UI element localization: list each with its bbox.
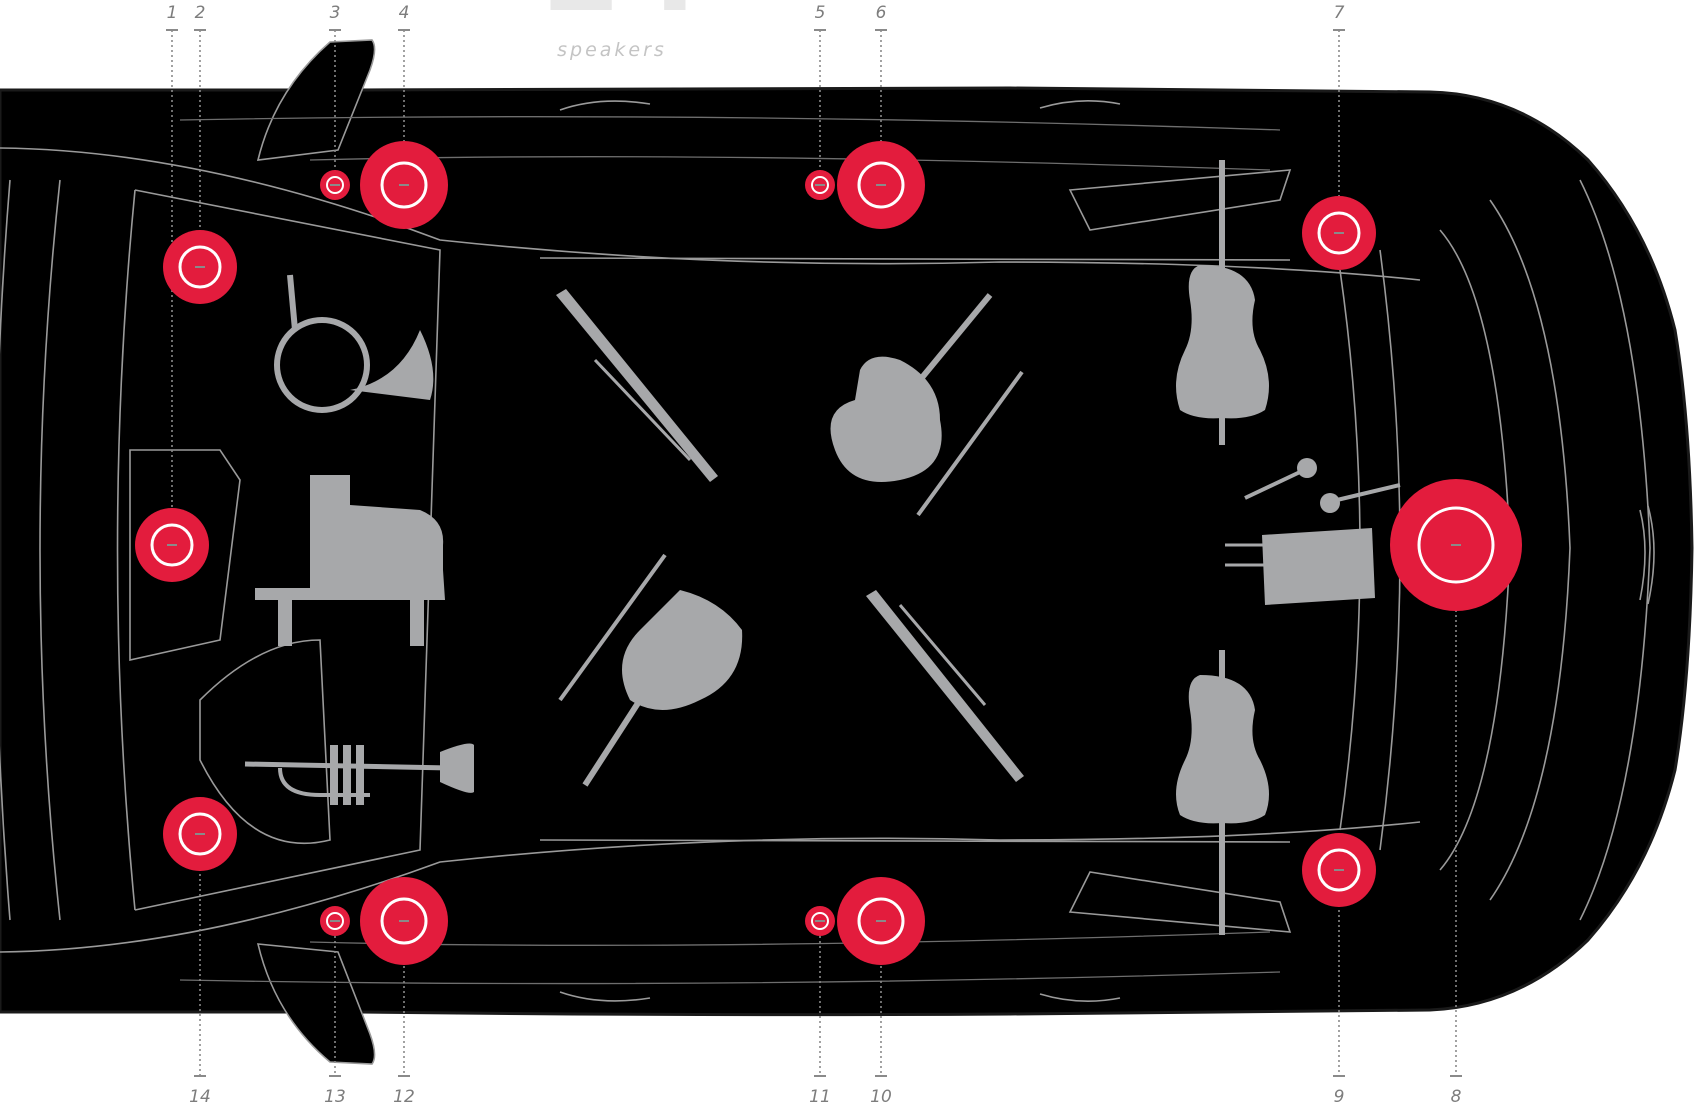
speaker-label: 6	[876, 3, 887, 23]
speaker-label: 4	[399, 3, 410, 23]
speaker-label: 8	[1451, 1087, 1462, 1107]
speaker-label: 9	[1334, 1087, 1345, 1107]
speaker-label: 3	[330, 3, 341, 23]
speaker-label: 1	[167, 3, 178, 23]
speaker-label: 13	[324, 1087, 346, 1107]
speaker-label: 14	[189, 1087, 211, 1107]
speaker-count-caption: speakers	[557, 39, 667, 61]
speaker-label: 7	[1334, 3, 1345, 23]
speaker-label: 11	[809, 1087, 831, 1107]
speaker-label: 2	[195, 3, 206, 23]
speaker-label: 5	[815, 3, 826, 23]
speaker-count: 14	[537, 0, 704, 39]
speaker-label: 12	[393, 1087, 415, 1107]
speaker-label: 10	[870, 1087, 892, 1107]
